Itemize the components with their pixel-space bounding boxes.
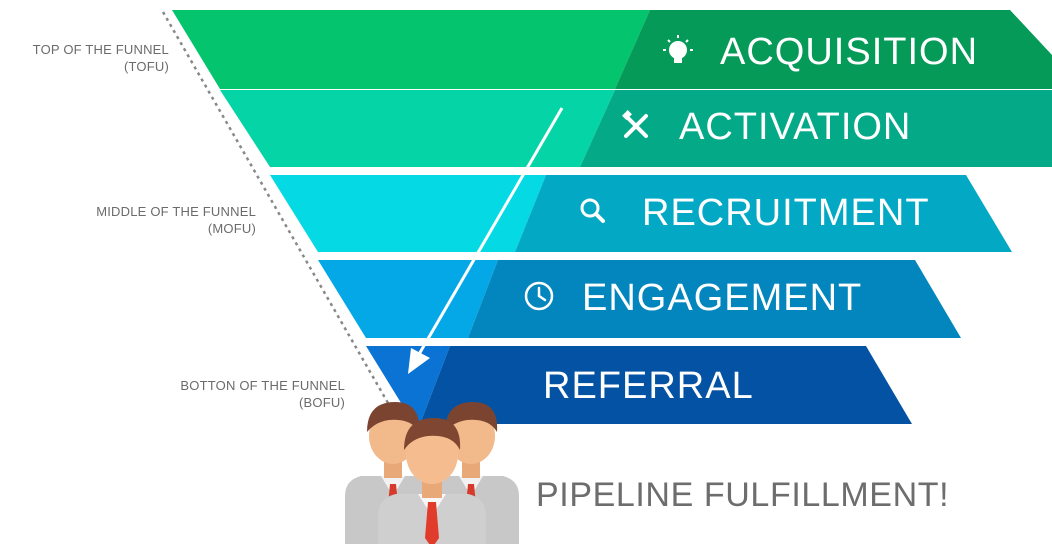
search-icon <box>580 198 605 223</box>
recruitment-band-light <box>270 175 546 252</box>
clock-icon <box>524 281 554 311</box>
stage-title-engagement: ENGAGEMENT <box>582 277 862 319</box>
stage-title-referral: REFERRAL <box>543 365 754 407</box>
engagement-band-dark <box>468 260 961 338</box>
tofu-label-line2: (TOFU) <box>123 59 169 74</box>
bofu-label: BOTTON OF THE FUNNEL (BOFU) <box>180 377 345 411</box>
pipeline-fulfillment-text: PIPELINE FULFILLMENT! <box>536 476 950 514</box>
stage-title-acquisition: ACQUISITION <box>720 31 978 73</box>
engagement-band-light <box>318 260 498 338</box>
people-group-icon <box>345 402 519 544</box>
mofu-label-line2: (MOFU) <box>207 221 256 236</box>
tofu-label-line1: TOP OF THE FUNNEL <box>32 42 169 57</box>
bofu-label-line2: (BOFU) <box>299 395 345 410</box>
lightbulb-icon <box>663 35 693 63</box>
referral-band-dark <box>420 346 912 424</box>
stage-title-activation: ACTIVATION <box>679 106 911 148</box>
stage-engagement: ENGAGEMENT <box>318 260 961 338</box>
mofu-label: MIDDLE OF THE FUNNEL (MOFU) <box>96 203 256 237</box>
bofu-label-line1: BOTTON OF THE FUNNEL <box>180 378 345 393</box>
stage-referral: REFERRAL <box>366 346 912 424</box>
stage-activation: ACTIVATION <box>220 90 1052 167</box>
activation-band-light <box>220 90 615 167</box>
activation-band-dark <box>580 90 1052 167</box>
stage-recruitment: RECRUITMENT <box>270 175 1012 252</box>
tofu-label: TOP OF THE FUNNEL (TOFU) <box>33 41 169 75</box>
mofu-label-line1: MIDDLE OF THE FUNNEL <box>96 204 256 219</box>
recruitment-band-dark <box>515 175 1012 252</box>
acquisition-band-dark <box>615 10 1052 89</box>
referral-band-light <box>366 346 450 424</box>
arrow-down-icon <box>408 107 564 374</box>
acquisition-band-light <box>172 10 650 89</box>
stage-acquisition: ACQUISITION <box>172 10 1052 89</box>
stage-title-recruitment: RECRUITMENT <box>642 192 930 234</box>
tools-icon <box>622 110 648 138</box>
